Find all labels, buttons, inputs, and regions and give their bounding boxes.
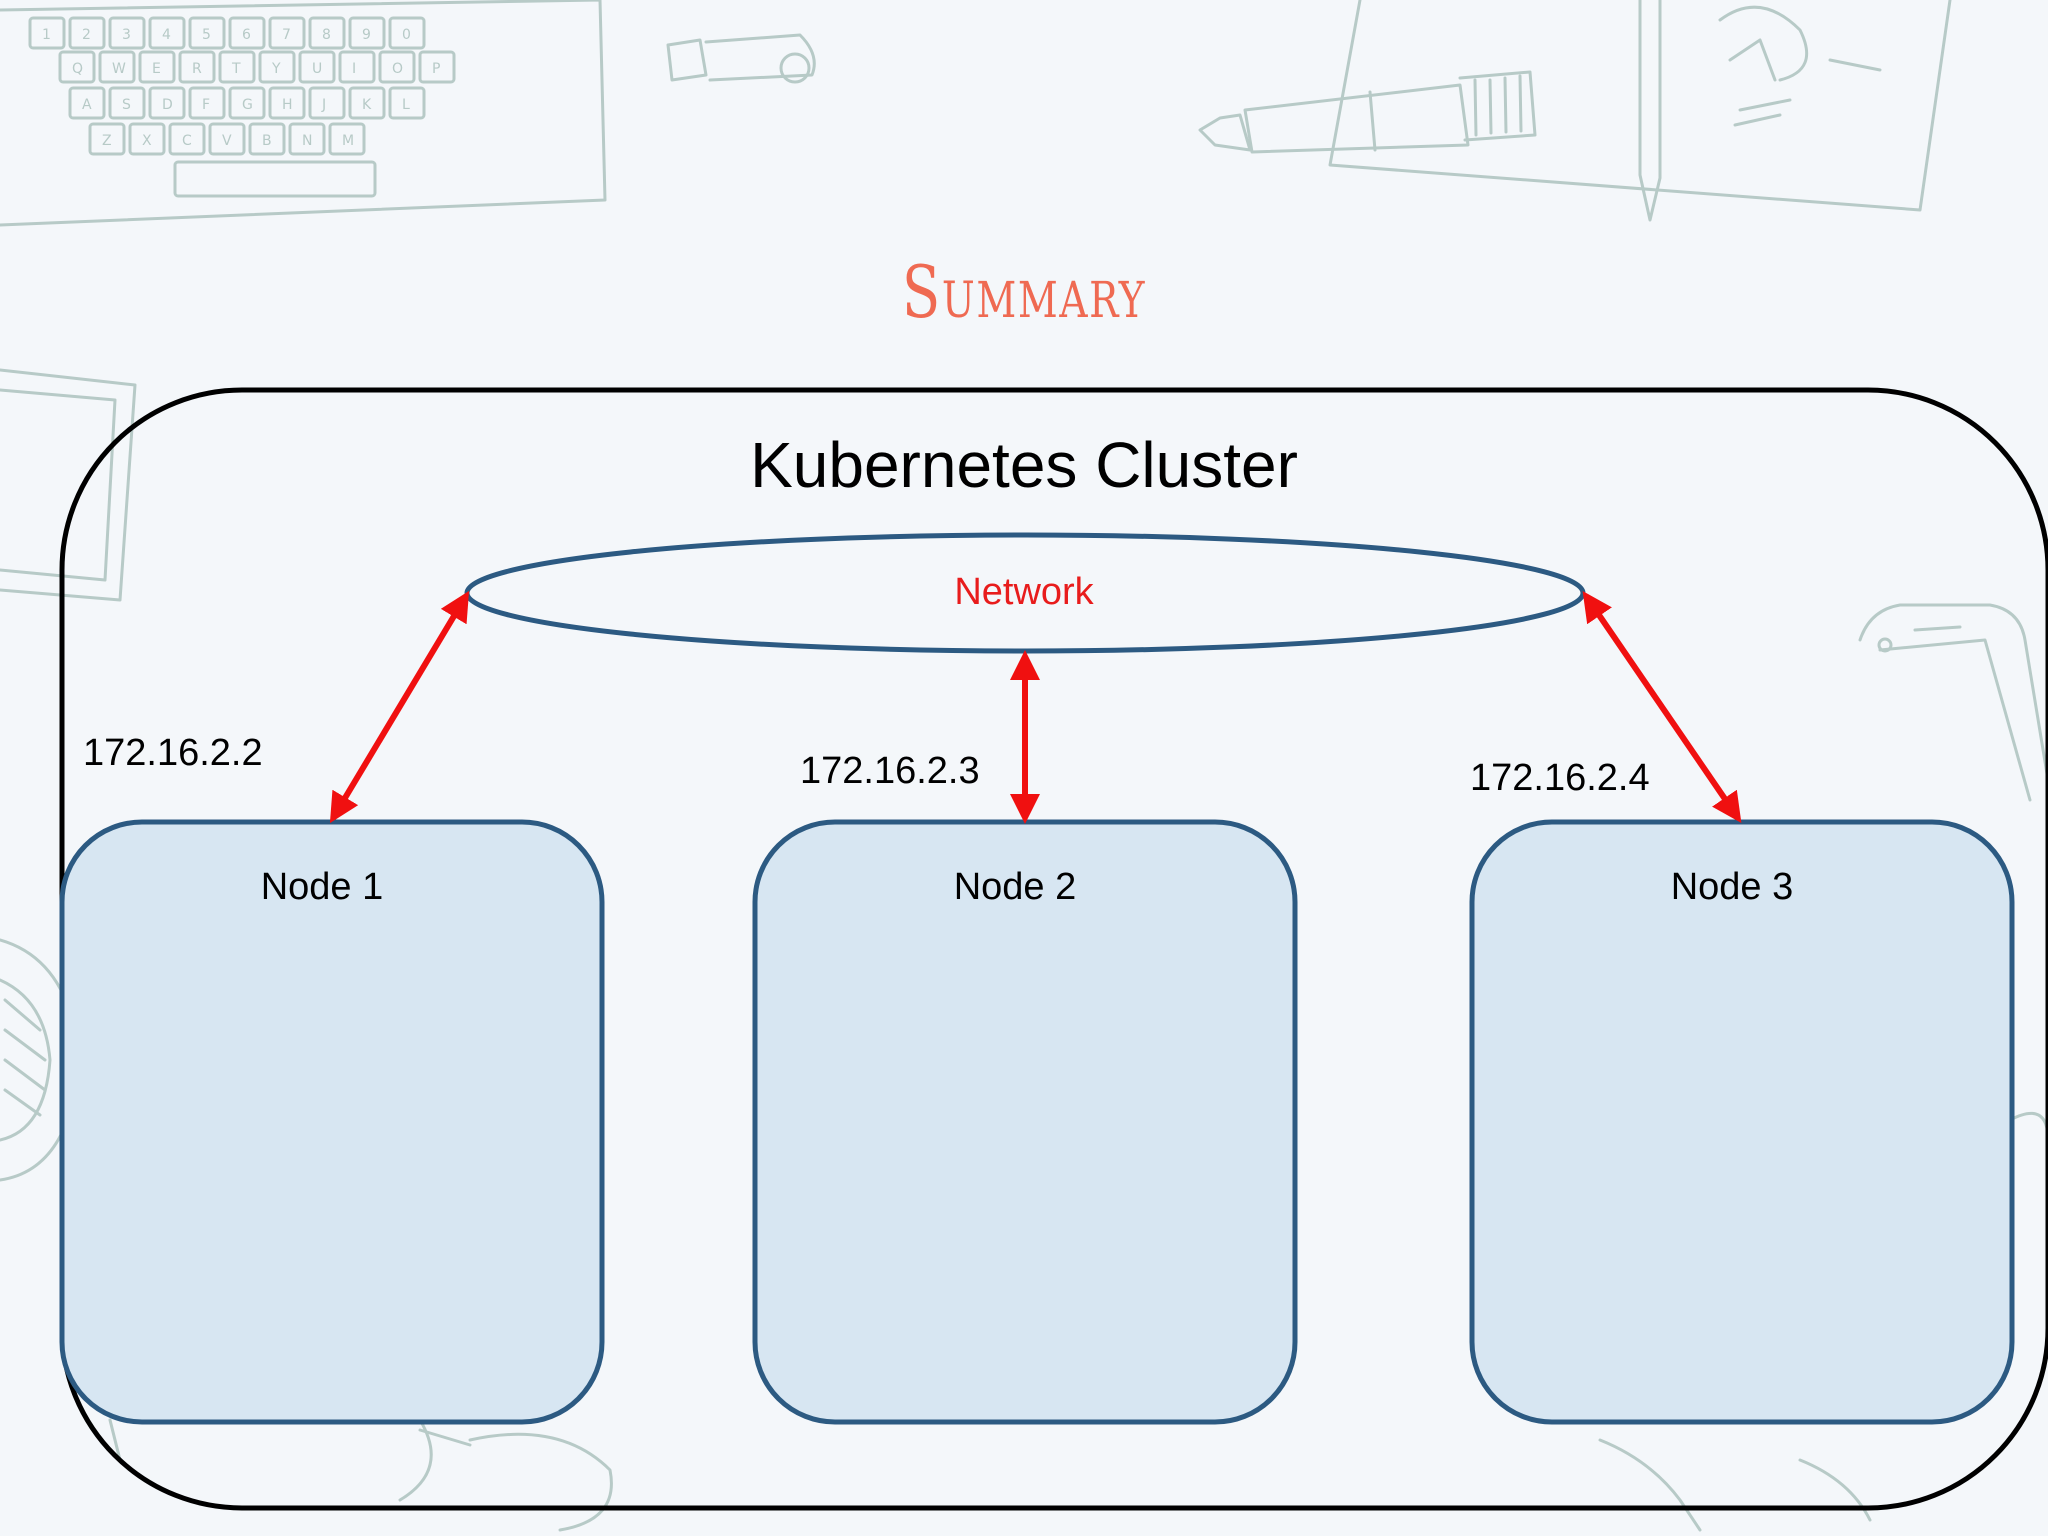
keyboard-key: [308, 86, 346, 120]
node-3-label: Node 3: [1670, 866, 1794, 908]
keyboard-spacebar: [173, 160, 377, 198]
keyboard-key: [68, 16, 106, 50]
keyboard-key: [98, 50, 136, 84]
keyboard-key: [88, 122, 126, 156]
keyboard-key: [128, 122, 166, 156]
keyboard-key-label: L: [402, 97, 410, 113]
keyboard-key-label: 5: [202, 27, 211, 43]
smartphone-doodle-icon: [1858, 603, 2048, 802]
keyboard-key: [228, 86, 266, 120]
keyboard-key-label: W: [112, 61, 126, 77]
keyboard-key-label: V: [222, 133, 232, 149]
keyboard-key: [268, 16, 306, 50]
keyboard-key: [348, 16, 386, 50]
keyboard-key: [348, 86, 386, 120]
keyboard-key: [338, 50, 376, 84]
keyboard-key: [378, 50, 416, 84]
keyboard-key-label: P: [432, 61, 440, 77]
keyboard-key-label: B: [262, 133, 272, 149]
keyboard-key: [108, 86, 146, 120]
keyboard-key-label: A: [82, 97, 92, 113]
keyboard-key-label: T: [231, 61, 241, 77]
node-2-label: Node 2: [953, 866, 1077, 908]
keyboard-key-label: J: [321, 97, 326, 113]
keyboard-key: [388, 16, 426, 50]
keyboard-key-label: 8: [322, 27, 331, 43]
keyboard-key: [218, 50, 256, 84]
keyboard-key-label: 3: [122, 27, 131, 43]
keyboard-key: [248, 122, 286, 156]
keyboard-key: [168, 122, 206, 156]
keyboard-key-label: H: [282, 97, 293, 113]
keyboard-key-label: Z: [102, 133, 112, 149]
node-1-ip: 172.16.2.2: [83, 732, 263, 774]
keyboard-key-label: O: [392, 61, 403, 77]
keyboard-key-label: Y: [271, 61, 281, 77]
node-3-ip: 172.16.2.4: [1470, 757, 1650, 799]
keyboard-key-label: 7: [282, 27, 291, 43]
keyboard-key-label: D: [162, 97, 173, 113]
node-2-ip: 172.16.2.3: [800, 750, 980, 792]
keyboard-key-label: U: [312, 61, 322, 77]
cluster-title: Kubernetes Cluster: [750, 429, 1298, 501]
keyboard-key-label: X: [142, 133, 152, 149]
keyboard-key: [258, 50, 296, 84]
keyboard-key-label: E: [152, 61, 161, 77]
keyboard-key: [328, 122, 366, 156]
arrow-node-1-network: [329, 590, 470, 824]
keyboard-key: [268, 86, 306, 120]
keyboard-key-label: 9: [362, 27, 371, 43]
keyboard-key: [58, 50, 96, 84]
node-3-box: [1469, 819, 2015, 1425]
keyboard-key-label: 6: [242, 27, 251, 43]
keyboard-key-label: 0: [402, 27, 411, 43]
keyboard-key-label: 1: [42, 27, 51, 43]
keyboard-key: [148, 86, 186, 120]
keyboard-key-label: S: [122, 97, 131, 113]
keyboard-key-label: 4: [162, 27, 171, 43]
keyboard-key: [388, 86, 426, 120]
keyboard-key: [208, 122, 246, 156]
keyboard-key: [288, 122, 326, 156]
keyboard-key-label: Q: [72, 61, 83, 77]
network-label: Network: [954, 571, 1094, 613]
keyboard-key: [418, 50, 456, 84]
slide-title: Summary: [901, 250, 1147, 334]
keyboard-key-label: K: [362, 97, 372, 113]
node-1-label: Node 1: [260, 866, 384, 908]
keyboard-key-label: 2: [82, 27, 91, 43]
keyboard-key-label: C: [182, 133, 192, 149]
keyboard-key: [228, 16, 266, 50]
keyboard-key-label: I: [352, 61, 356, 77]
keyboard-key: [108, 16, 146, 50]
keyboard-key-label: G: [242, 97, 253, 113]
keyboard-key-label: N: [302, 133, 312, 149]
usb-stick-doodle-icon: [666, 33, 816, 84]
keyboard-doodle-icon: 1 2 3 4 5 6 7 8 9 0Q W E R T Y U I O P A S D F G H J K L Z X C V B N M: [0, 0, 607, 227]
keyboard-key: [138, 50, 176, 84]
marker-pen-doodle-icon: [1198, 70, 1537, 154]
keyboard-key-label: F: [202, 97, 210, 113]
keyboard-key: [188, 16, 226, 50]
keyboard-key: [28, 16, 66, 50]
keyboard-key: [178, 50, 216, 84]
notebook-doodle-icon: [1328, 0, 1952, 222]
keyboard-key: [298, 50, 336, 84]
keyboard-key-label: M: [342, 133, 354, 149]
node-2-box: [752, 819, 1298, 1425]
keyboard-key: [68, 86, 106, 120]
keyboard-key: [308, 16, 346, 50]
arrow-node-3-network: [1582, 591, 1742, 823]
keyboard-key-label: R: [192, 61, 202, 77]
keyboard-key: [148, 16, 186, 50]
node-1-box: [59, 819, 605, 1425]
keyboard-key: [188, 86, 226, 120]
